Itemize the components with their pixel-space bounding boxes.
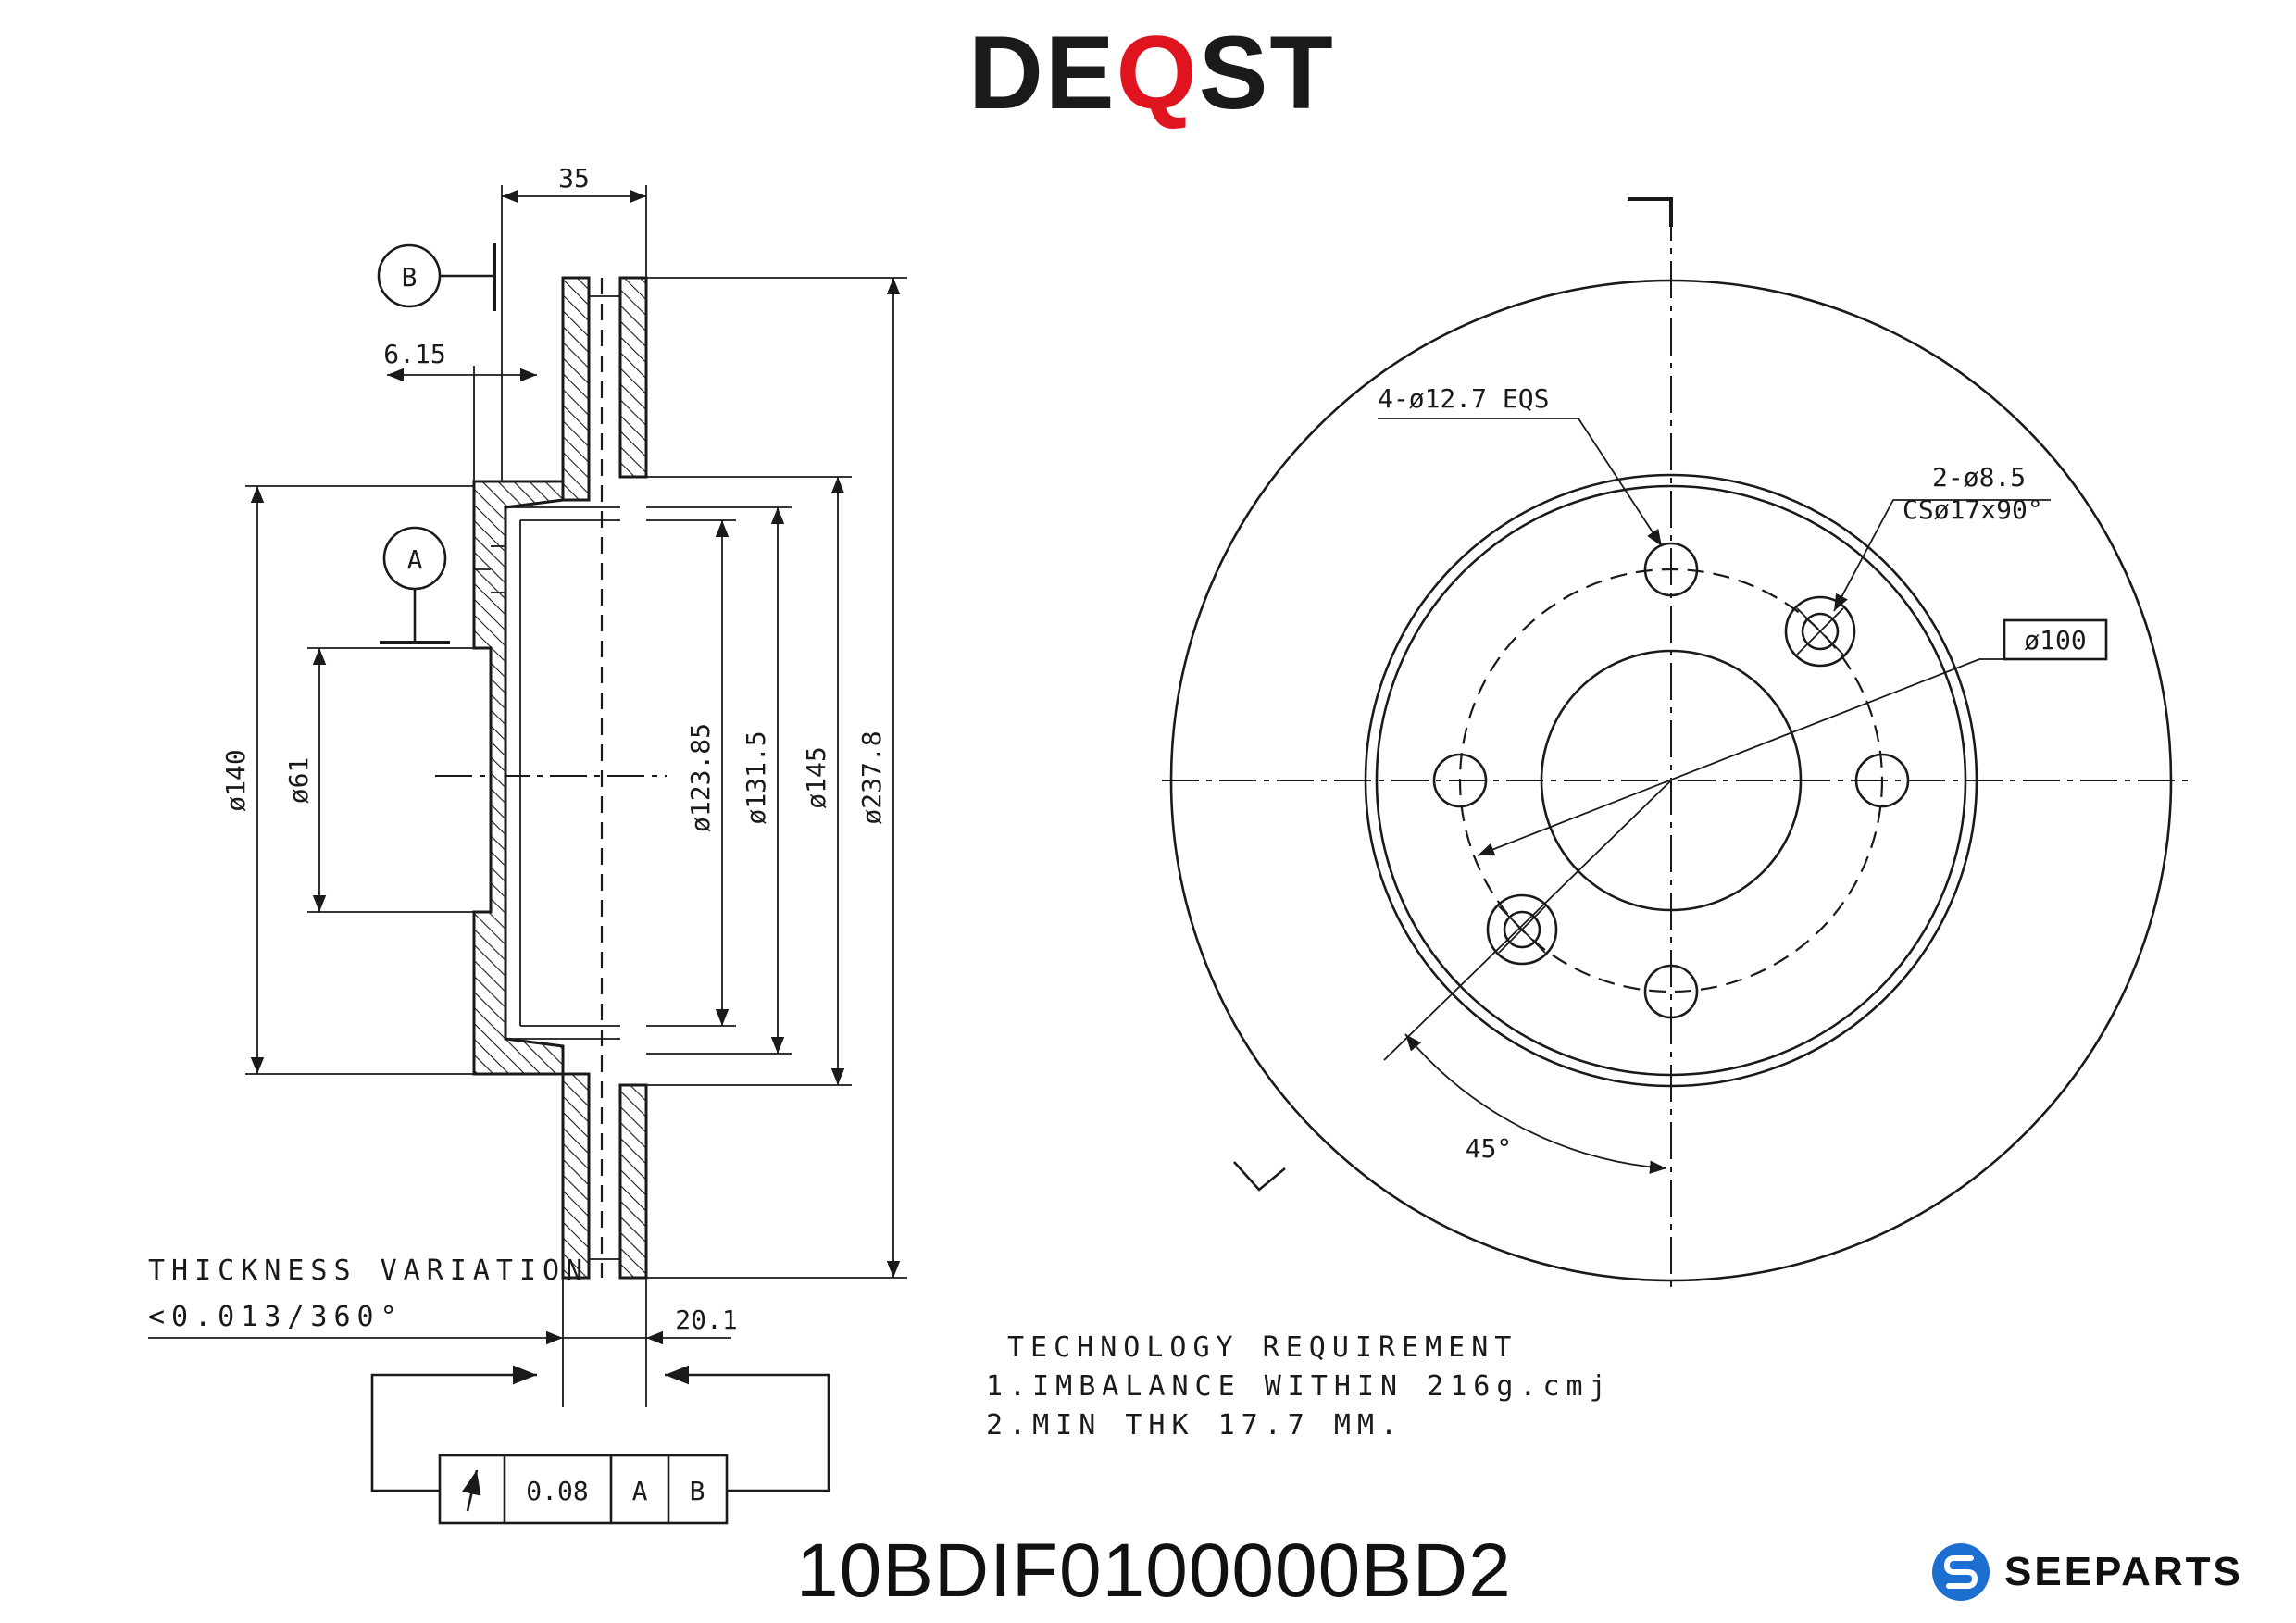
thickness-variation-value: <0.013/360°	[148, 1301, 404, 1333]
holes-label: 4-ø12.7 EQS	[1378, 383, 1549, 414]
dim-offset-615: 6.15	[383, 339, 445, 369]
section-marker-bottom	[1233, 1161, 1286, 1192]
pcd-circle	[1458, 568, 1884, 993]
pcd-label: ø100	[2024, 625, 2086, 655]
dim-dia-12385: ø123.85	[685, 723, 716, 832]
dim-dia-61: ø61	[283, 757, 314, 805]
front-view: 4-ø12.7 EQS 2-ø8.5 CSø17x90° ø100 45°	[1162, 197, 2190, 1292]
tech-line-1: 1.IMBALANCE WITHIN 216g.cmj	[986, 1370, 1613, 1403]
disc-cheek-inner-bottom	[618, 1083, 648, 1280]
dim-dia-2378: ø237.8	[856, 730, 887, 824]
hat-outer-edge	[1364, 473, 1978, 1088]
brand-logo-q: Q	[1116, 15, 1199, 131]
stud-hole-right	[1854, 753, 1910, 808]
technology-requirements: TECHNOLOGY REQUIREMENT 1.IMBALANCE WITHI…	[986, 1331, 1613, 1442]
brand-logo-suffix: ST	[1198, 15, 1335, 131]
angle-label: 45°	[1466, 1133, 1513, 1164]
side-section-view: 35 B 6.15 A ø140 ø61 ø123.85 ø	[148, 163, 907, 1525]
seeparts-logo-icon	[1932, 1543, 1990, 1601]
hat-inner-edge	[1375, 484, 1967, 1077]
cs-hole-inner-2	[1503, 910, 1541, 949]
stud-hole-bottom	[1643, 964, 1699, 1019]
tolerance-datum-a: A	[632, 1476, 648, 1506]
datum-a-label: A	[407, 544, 423, 575]
cs-label-line2: CSø17x90°	[1903, 494, 2043, 525]
dim-dia-145: ø145	[801, 746, 831, 808]
dim-dia-140: ø140	[220, 749, 251, 811]
disc-cheek-outer-bottom	[561, 1072, 591, 1280]
tech-line-2: 2.MIN THK 17.7 MM.	[986, 1409, 1404, 1442]
stud-hole-left	[1432, 753, 1488, 808]
pcd-label-box	[2003, 618, 2108, 661]
dim-width-35: 35	[558, 163, 590, 194]
brand-logo: DEQST	[968, 13, 1335, 132]
cs-label-line1: 2-ø8.5	[1932, 462, 2026, 493]
disc-outer-edge	[1169, 279, 2173, 1282]
stud-hole-top	[1643, 542, 1699, 597]
cs-hole-outer-2	[1486, 893, 1558, 966]
dim-dia-1315: ø131.5	[741, 730, 771, 824]
seeparts-watermark: SEEPARTS	[1930, 1542, 2243, 1603]
dim-thickness-201: 20.1	[675, 1305, 737, 1335]
disc-hat-section	[472, 480, 565, 1076]
disc-cheek-outer-top	[561, 276, 591, 502]
part-number: 10BDIF0100000BD2	[796, 1529, 1512, 1613]
datum-b-label: B	[402, 262, 418, 293]
tolerance-value: 0.08	[526, 1476, 588, 1506]
thickness-variation-title: THICKNESS VARIATION	[148, 1255, 589, 1287]
tech-title: TECHNOLOGY REQUIREMENT	[1007, 1331, 1517, 1364]
tolerance-datum-b: B	[690, 1476, 705, 1506]
cs-hole-inner-1	[1801, 612, 1840, 651]
disc-cheek-inner-top	[618, 276, 648, 479]
section-marker-top	[1628, 197, 1673, 227]
seeparts-text: SEEPARTS	[2004, 1549, 2243, 1594]
centre-bore	[1540, 649, 1803, 912]
brand-logo-prefix: DE	[968, 15, 1117, 131]
cs-hole-outer-1	[1784, 595, 1856, 668]
tolerance-frame	[438, 1454, 729, 1525]
runout-arrow-icon	[462, 1469, 481, 1512]
